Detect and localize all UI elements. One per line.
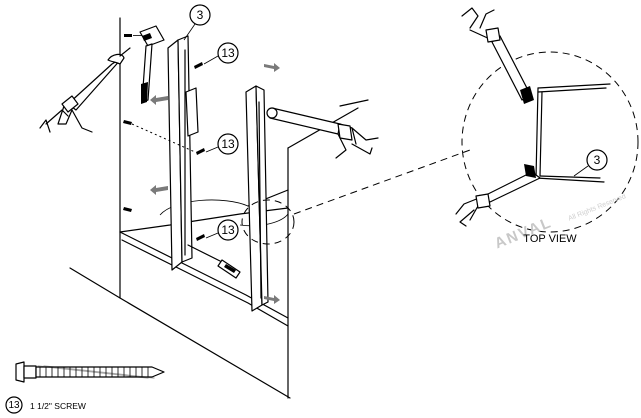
- legend-text: 1 1/2" SCREW: [30, 401, 86, 411]
- callout-number: 13: [221, 46, 235, 60]
- callout-panel-3-top: [586, 149, 608, 171]
- legend-number: 13: [8, 400, 20, 411]
- arrow-left-icon: [150, 185, 168, 195]
- callout-panel-3: 3: [183, 4, 211, 41]
- top-view-label: TOP VIEW: [523, 233, 577, 245]
- arrow-right-icon: [264, 295, 280, 304]
- caulking-gun-right-icon: [266, 99, 379, 159]
- wall-and-tub: [69, 17, 359, 399]
- caulking-gun-top-icon: [461, 7, 534, 104]
- arrow-right-icon: [264, 63, 280, 72]
- direction-arrows: [150, 63, 280, 304]
- callout-number: 13: [221, 137, 235, 151]
- hammer-icon: [139, 25, 165, 104]
- callout-screw-13-low: 13: [205, 219, 239, 241]
- top-view-detail: 3 ANVAL All Rights Reserved TOP VIEW: [455, 7, 639, 252]
- screwdriver-icon: [187, 244, 241, 279]
- screw-icon: [123, 207, 132, 212]
- callout-number: 3: [594, 153, 601, 167]
- arrow-left-icon: [150, 95, 168, 105]
- screw-icon: [15, 361, 165, 383]
- left-wall-panel: [167, 35, 199, 271]
- detail-leader-line: [293, 149, 471, 215]
- screw-icon: [123, 120, 132, 125]
- detail-circle-source: [241, 199, 295, 245]
- right-wall-panel: [245, 85, 269, 312]
- callout-number: 3: [197, 8, 204, 22]
- wall-screws: [123, 34, 205, 241]
- callout-screw-13-mid: 13: [205, 133, 239, 155]
- legend-callout: [5, 396, 23, 414]
- callout-number: 13: [221, 223, 235, 237]
- caulking-gun-bottom-icon: [455, 164, 541, 227]
- callout-screw-13-top: 13: [203, 42, 239, 65]
- top-view-circle: [461, 51, 639, 233]
- screw-legend: 13 1 1/2" SCREW: [5, 361, 165, 414]
- caulking-gun-left-icon: [39, 47, 131, 133]
